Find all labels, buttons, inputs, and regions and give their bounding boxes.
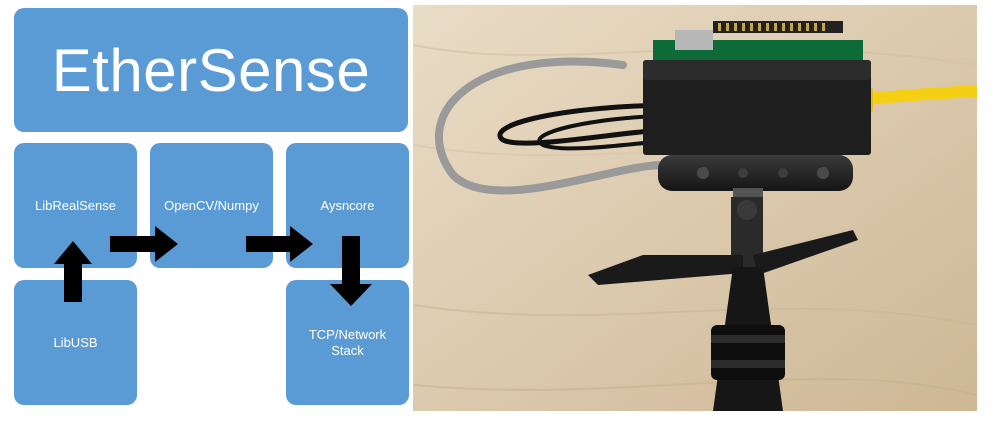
node-opencv-numpy-label: OpenCV/Numpy (164, 197, 259, 213)
node-tcp-network-stack: TCP/Network Stack (286, 280, 409, 405)
node-librealsense-label: LibRealSense (35, 197, 116, 213)
node-opencv-numpy: OpenCV/Numpy (150, 143, 273, 268)
node-libusb: LibUSB (14, 280, 137, 405)
node-librealsense: LibRealSense (14, 143, 137, 268)
node-tcp-network-stack-label: TCP/Network Stack (308, 326, 387, 358)
diagram-title: EtherSense (51, 36, 371, 104)
node-aysncore: Aysncore (286, 143, 409, 268)
realsense-device-illustration (413, 5, 977, 411)
device-photo (413, 5, 977, 411)
node-aysncore-label: Aysncore (320, 197, 375, 213)
title-box: EtherSense (14, 8, 408, 132)
node-libusb-label: LibUSB (53, 334, 98, 350)
